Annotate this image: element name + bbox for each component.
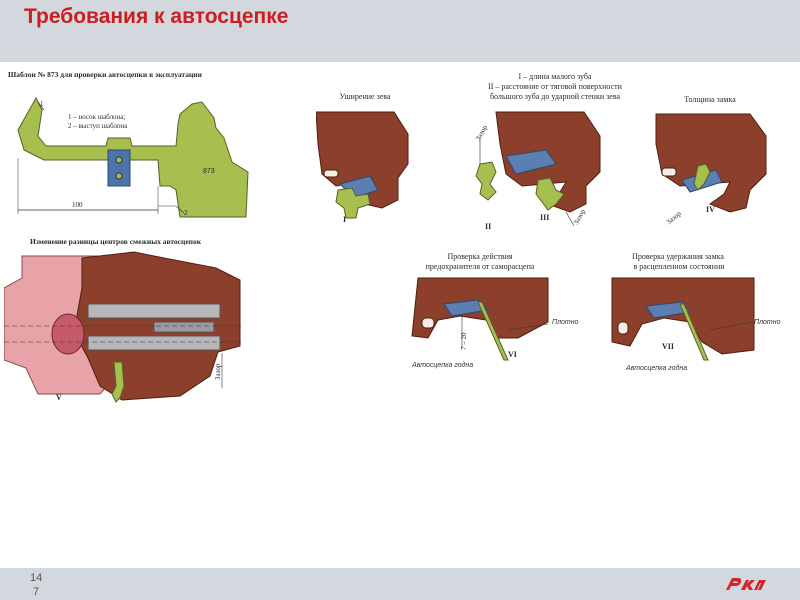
template-in-use (475, 161, 497, 201)
page-title: Требования к автосцепке (24, 5, 289, 28)
template-bolt (115, 172, 123, 180)
range-label: 7 – 20 (460, 332, 468, 351)
slot (617, 321, 629, 335)
slide-number-line-1: 14 (30, 572, 43, 584)
check-hold-diagram (611, 277, 755, 361)
template-in-use (335, 187, 371, 219)
slide-number-line-2: 7 (33, 586, 40, 598)
caption-widening: Уширение зева (339, 92, 391, 101)
slot (421, 317, 435, 329)
template-bolt (115, 156, 123, 164)
template-number-label: 873 (203, 168, 215, 175)
template-in-use (111, 361, 125, 403)
marker-2: 2 (184, 209, 188, 217)
gap-dimension (565, 211, 575, 227)
lock-part (505, 149, 557, 175)
numeral-iii: III (540, 213, 550, 222)
shank-bar (87, 335, 221, 351)
gap-label: Зазор (214, 363, 222, 380)
check-tooth-diagram (475, 111, 601, 227)
template-clamp (107, 149, 131, 187)
tight-leader (507, 323, 549, 331)
dimension-label: 100 (72, 201, 83, 209)
tight-leader (709, 321, 753, 331)
lock-part (51, 313, 85, 355)
marker-leader (37, 101, 45, 111)
template-rod (477, 301, 509, 361)
numeral-iv: IV (706, 205, 715, 214)
template-body (17, 96, 249, 218)
offset-heading: Изменение разницы центров смежных автосц… (30, 237, 202, 246)
check-hold-line-2: в расцепленном состоянии (633, 262, 725, 271)
template-in-use (535, 177, 565, 211)
slot (153, 321, 215, 333)
numeral-ii: II (485, 222, 492, 231)
template-in-use (693, 163, 711, 191)
check-safety-diagram (411, 277, 549, 361)
check-thickness-diagram (655, 113, 767, 213)
legend-line-1: I – длина малого зуба (518, 72, 592, 81)
marker-1: 1 (40, 100, 44, 108)
slot (661, 167, 677, 177)
check-safety-line-2: предохранителя от саморасцепа (425, 262, 535, 271)
slot (323, 169, 339, 178)
rzd-logo-icon (726, 578, 766, 590)
check-widening-diagram (316, 111, 409, 219)
shank-bar (87, 303, 221, 319)
check-safety-line-1: Проверка действия (447, 252, 513, 261)
coupler-body (655, 113, 767, 213)
coupler-body (611, 277, 755, 355)
template-diagram (17, 96, 249, 218)
legend-item-2: 2 – выступ шаблона (68, 122, 128, 130)
legend-line-3: большого зуба до ударной стенки зева (489, 92, 621, 101)
numeral-i: I (343, 215, 347, 224)
ok-label-vii: Автосцепка годна (626, 365, 688, 372)
tight-label-vii: Плотно (754, 319, 781, 326)
tight-label-vi: Плотно (552, 319, 579, 326)
legend-line-2: II – расстояние от тяговой поверхности (488, 82, 622, 91)
marker-leader (158, 205, 185, 214)
numeral-v: V (56, 393, 62, 402)
legend-item-1: 1 – носок шаблона; (68, 113, 126, 121)
slide-number: 14 7 (30, 571, 42, 599)
lock-part (443, 299, 490, 317)
template-rod (679, 303, 709, 361)
ok-label-vi: Автосцепка годна (412, 362, 474, 369)
caption-thickness: Толщина замка (684, 95, 736, 104)
footer-bar (0, 568, 800, 600)
template-heading: Шаблон № 873 для проверки автосцепки в э… (8, 70, 202, 79)
numeral-vii: VII (662, 342, 675, 351)
numeral-vi: VI (508, 350, 517, 359)
header-bar (0, 0, 800, 62)
offset-diagram (4, 251, 244, 403)
check-hold-line-1: Проверка удержания замка (632, 252, 724, 261)
lock-part (645, 301, 691, 319)
